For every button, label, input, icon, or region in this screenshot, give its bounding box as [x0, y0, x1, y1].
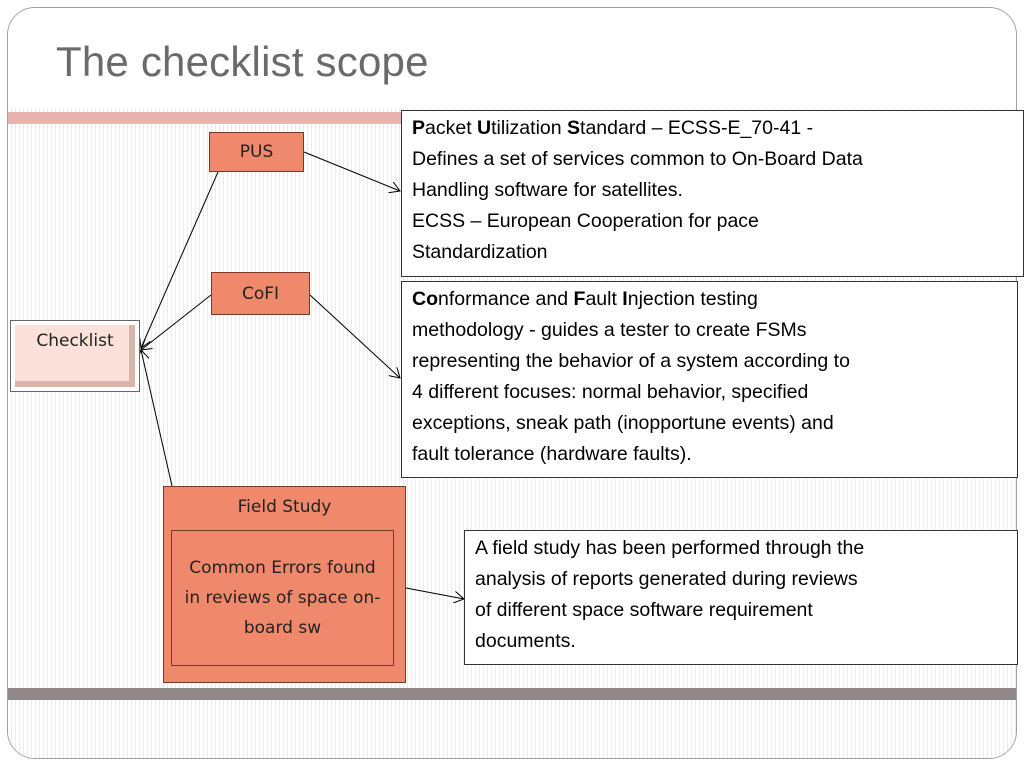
pus-description-line-4: ECSS – European Cooperation for pace	[412, 210, 759, 232]
pus-label: PUS	[239, 142, 274, 162]
checklist-label: Checklist	[36, 331, 114, 351]
field-study-description-line-4: documents.	[475, 630, 576, 652]
title-band: The checklist scope	[8, 8, 1016, 108]
field-study-description-line-2: analysis of reports generated during rev…	[475, 568, 858, 590]
pus-description-line-3: Handling software for satellites.	[412, 179, 683, 201]
field-study-description-box: A field study has been performed through…	[464, 530, 1018, 665]
cofi-description-box: Conformance and Fault Injection testing …	[401, 281, 1018, 478]
common-errors-node: Common Errors found in reviews of space …	[171, 530, 394, 666]
pus-description-box: Packet Utilization Standard – ECSS-E_70-…	[401, 110, 1024, 277]
field-study-label: Field Study	[237, 497, 332, 517]
cofi-description-line-3: representing the behavior of a system ac…	[412, 350, 850, 372]
pus-node: PUS	[209, 132, 304, 172]
cofi-node: CoFI	[211, 272, 310, 315]
cofi-description-line-4: 4 different focuses: normal behavior, sp…	[412, 381, 809, 403]
cofi-description-line-2: methodology - guides a tester to create …	[412, 319, 807, 341]
cofi-label: CoFI	[241, 283, 280, 304]
field-study-description-line-3: of different space software requirement	[475, 599, 813, 621]
field-study-node: Field Study Common Errors found in revie…	[163, 486, 406, 683]
bottom-divider	[8, 688, 1016, 700]
slide-title: The checklist scope	[56, 38, 429, 85]
common-errors-label: Common Errors found in reviews of space …	[184, 558, 381, 638]
bottom-band	[8, 700, 1016, 758]
checklist-node: Checklist	[10, 320, 140, 392]
cofi-description-line-5: exceptions, sneak path (inopportune even…	[412, 412, 834, 434]
pus-description-line-5: Standardization	[412, 241, 548, 263]
pus-description-line-2: Defines a set of services common to On-B…	[412, 148, 863, 170]
cofi-description-line-1: Conformance and Fault Injection testing	[412, 288, 758, 310]
field-study-description-line-1: A field study has been performed through…	[475, 537, 865, 559]
cofi-description-line-6: fault tolerance (hardware faults).	[412, 443, 692, 465]
pus-description-line-1: Packet Utilization Standard – ECSS-E_70-…	[412, 117, 814, 139]
